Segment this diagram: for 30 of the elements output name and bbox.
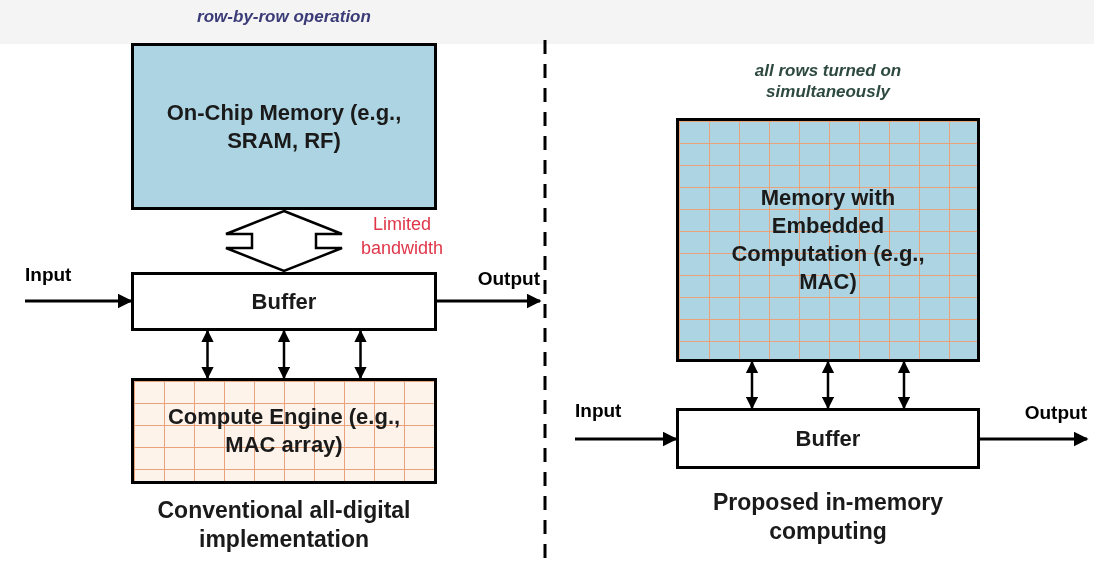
arrow bbox=[980, 431, 1089, 447]
double-arrow bbox=[354, 329, 367, 380]
arrow bbox=[437, 293, 542, 309]
compute-array-box bbox=[131, 378, 437, 484]
node-label: Buffer bbox=[250, 287, 318, 316]
node-label: Buffer bbox=[794, 424, 862, 453]
annotation-text: row-by-row operation bbox=[196, 6, 372, 27]
buffer-box bbox=[131, 272, 437, 331]
double-arrow bbox=[821, 360, 835, 410]
panel-caption: Conventional all-digital implementation bbox=[156, 496, 412, 554]
io-label: Input bbox=[575, 400, 622, 422]
node-label: On-Chip Memory (e.g., SRAM, RF) bbox=[165, 98, 403, 155]
io-label: Input bbox=[25, 264, 72, 286]
edge-label: Limited bandwidth bbox=[359, 213, 445, 260]
memory-box bbox=[131, 43, 437, 210]
arrow bbox=[25, 293, 133, 309]
memory-array-box bbox=[676, 118, 980, 362]
panel-caption: Proposed in-memory computing bbox=[711, 488, 944, 546]
io-label: Output bbox=[1024, 402, 1087, 424]
annotation-text: all rows turned on simultaneously bbox=[753, 60, 903, 102]
bandwidth-arrow bbox=[224, 209, 344, 273]
buffer-box bbox=[676, 408, 980, 469]
double-arrow bbox=[745, 360, 759, 410]
node-label: Memory with Embedded Computation (e.g., MAC) bbox=[730, 184, 926, 296]
node-label: Compute Engine (e.g., MAC array) bbox=[166, 403, 402, 459]
double-arrow bbox=[201, 329, 214, 380]
double-arrow bbox=[277, 329, 291, 380]
arrow bbox=[575, 431, 678, 447]
io-label: Output bbox=[477, 268, 540, 290]
double-arrow bbox=[897, 360, 911, 410]
